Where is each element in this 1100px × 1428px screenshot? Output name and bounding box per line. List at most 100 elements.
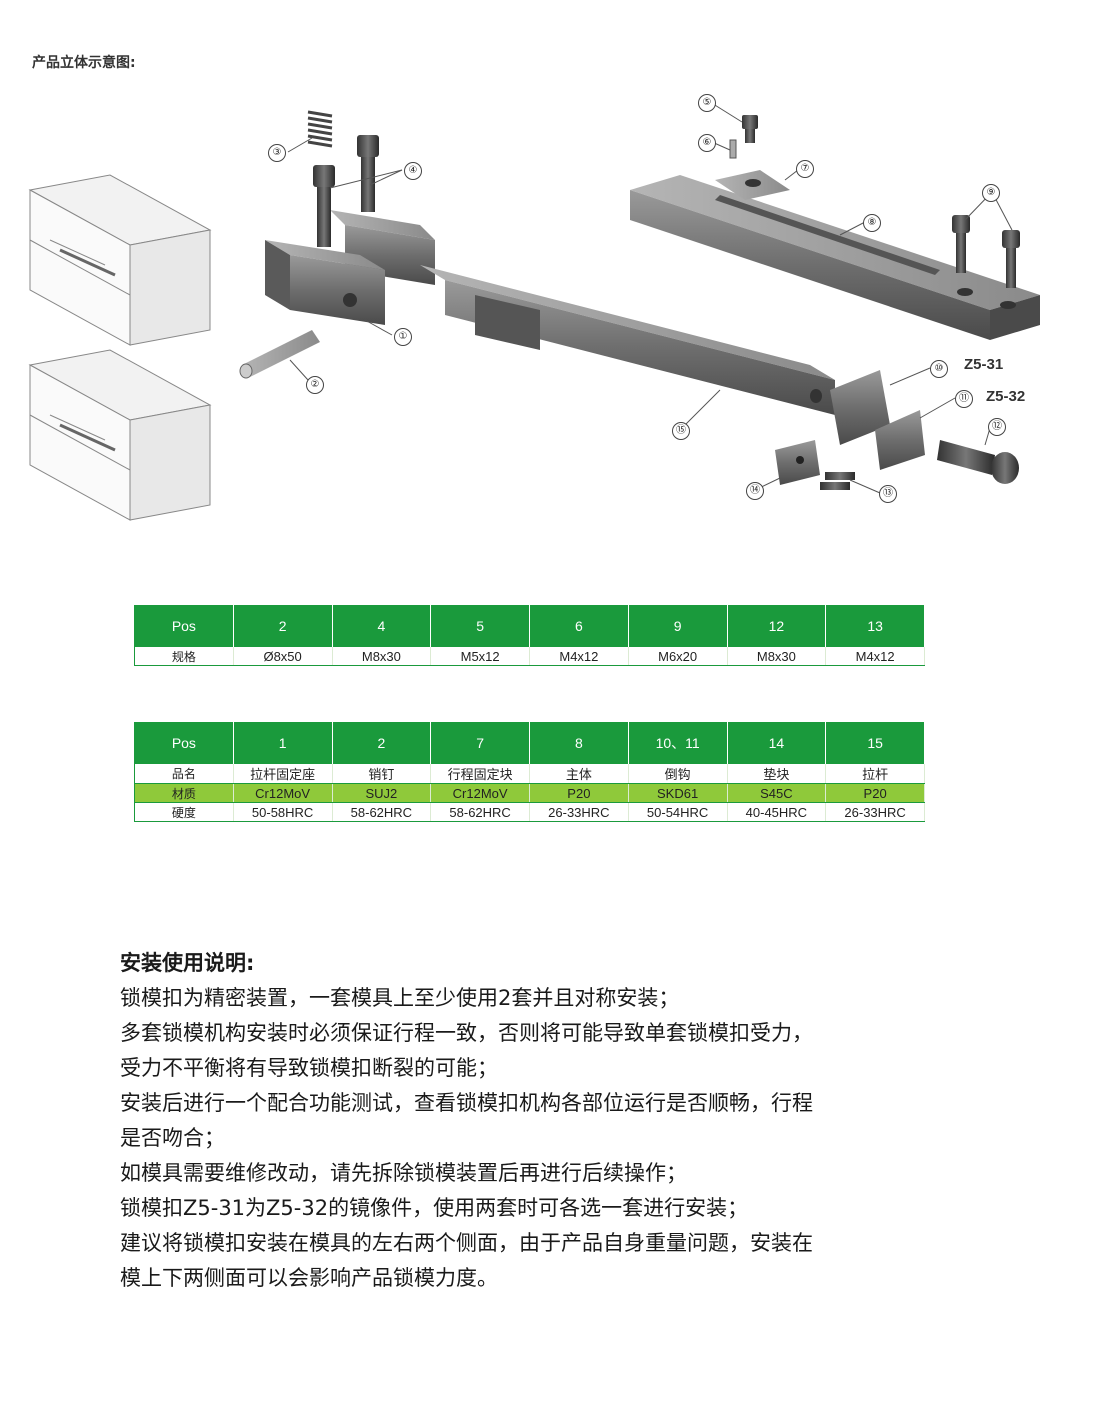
header-cell: 13 [825, 605, 925, 647]
part-3-spring [307, 110, 333, 148]
model-label-z5-31: Z5-31 [964, 356, 1004, 373]
callout-14: ⑭ [746, 482, 764, 500]
callout-2: ② [306, 376, 324, 394]
product-diagram: ③ ④ ① ② ⑤ ⑥ ⑦ ⑧ ⑨ ⑩ ⑪ ⑫ ⑬ ⑭ ⑮ Z5-31 Z5-3… [20, 80, 1080, 550]
callout-7: ⑦ [796, 160, 814, 178]
instruction-line: 是否吻合； [120, 1126, 225, 1150]
table-cell: 26-33HRC [825, 802, 925, 822]
header-cell: 14 [727, 722, 827, 764]
table-cell: P20 [825, 783, 925, 803]
header-cell: 12 [727, 605, 827, 647]
header-cell: 8 [529, 722, 629, 764]
part-4-bolts [313, 135, 379, 247]
part-5-6-7-stroke-block [715, 115, 790, 200]
table-row: 品名 拉杆固定座 销钉 行程固定块 主体 倒钩 垫块 拉杆 [134, 764, 925, 784]
callout-8: ⑧ [863, 214, 881, 232]
table-cell: SKD61 [628, 783, 728, 803]
callout-3: ③ [268, 144, 286, 162]
table-cell: 倒钩 [628, 764, 728, 784]
callout-13: ⑬ [879, 485, 897, 503]
header-cell: 7 [430, 722, 530, 764]
instruction-line: 锁模扣Z5-31为Z5-32的镜像件，使用两套时可各选一套进行安装； [120, 1196, 749, 1220]
mold-sketch-2 [28, 349, 212, 521]
callout-6: ⑥ [698, 134, 716, 152]
table-cell: M8x30 [332, 647, 432, 666]
header-cell: 6 [529, 605, 629, 647]
table-cell: 40-45HRC [727, 802, 827, 822]
table-cell: 50-58HRC [233, 802, 333, 822]
header-cell: 10、11 [628, 722, 728, 764]
installation-instructions: 安装使用说明: 锁模扣为精密装置，一套模具上至少使用2套并且对称安装； 多套锁模… [120, 946, 1000, 1296]
material-table-header: Pos 1 2 7 8 10、11 14 15 [134, 722, 925, 764]
table-cell: 行程固定块 [430, 764, 530, 784]
header-cell: Pos [134, 605, 234, 647]
callout-9: ⑨ [982, 184, 1000, 202]
callout-15: ⑮ [672, 422, 690, 440]
table-cell: S45C [727, 783, 827, 803]
table-cell: 58-62HRC [332, 802, 432, 822]
header-cell: 4 [332, 605, 432, 647]
callout-1: ① [394, 328, 412, 346]
table-cell: M6x20 [628, 647, 728, 666]
instructions-title: 安装使用说明: [120, 951, 255, 975]
table-row: 硬度 50-58HRC 58-62HRC 58-62HRC 26-33HRC 5… [134, 802, 925, 822]
table-row: 规格 Ø8x50 M8x30 M5x12 M4x12 M6x20 M8x30 M… [134, 647, 925, 666]
part-8-main-body [630, 175, 1040, 340]
callout-11: ⑪ [955, 390, 973, 408]
table-cell: Cr12MoV [430, 783, 530, 803]
part-2-pin [239, 330, 320, 379]
part-14-pad-block [775, 440, 820, 485]
table-cell: 硬度 [134, 802, 234, 822]
mold-sketch-1 [28, 174, 212, 346]
instruction-line: 锁模扣为精密装置，一套模具上至少使用2套并且对称安装； [120, 986, 680, 1010]
header-cell: 5 [430, 605, 530, 647]
part-12-bolt [937, 440, 1019, 484]
table-cell: 规格 [134, 647, 234, 666]
model-label-z5-32: Z5-32 [986, 388, 1026, 405]
callout-5: ⑤ [698, 94, 716, 112]
instruction-line: 安装后进行一个配合功能测试，查看锁模扣机构各部位运行是否顺畅，行程 [120, 1091, 813, 1115]
table-cell: 销钉 [332, 764, 432, 784]
table-cell: 拉杆 [825, 764, 925, 784]
header-cell: 2 [332, 722, 432, 764]
table-cell: M8x30 [727, 647, 827, 666]
header-cell: 2 [233, 605, 333, 647]
table-cell: 58-62HRC [430, 802, 530, 822]
part-10-11-hooks [830, 370, 925, 470]
part-15-pull-rod [420, 265, 835, 415]
callout-10: ⑩ [930, 360, 948, 378]
instruction-line: 模上下两侧面可以会影响产品锁模力度。 [120, 1266, 498, 1290]
table-cell: SUJ2 [332, 783, 432, 803]
spec-table: Pos 2 4 5 6 9 12 13 规格 Ø8x50 M8x30 M5x12… [134, 605, 925, 666]
table-cell: 拉杆固定座 [233, 764, 333, 784]
table-cell: M5x12 [430, 647, 530, 666]
instruction-line: 多套锁模机构安装时必须保证行程一致，否则将可能导致单套锁模扣受力， [120, 1021, 813, 1045]
section-title: 产品立体示意图: [32, 55, 136, 71]
instruction-line: 如模具需要维修改动，请先拆除锁模装置后再进行后续操作； [120, 1161, 687, 1185]
table-cell: 垫块 [727, 764, 827, 784]
table-cell: 材质 [134, 783, 234, 803]
table-cell: M4x12 [825, 647, 925, 666]
table-cell: 主体 [529, 764, 629, 784]
callout-4: ④ [404, 162, 422, 180]
instruction-line: 建议将锁模扣安装在模具的左右两个侧面，由于产品自身重量问题，安装在 [120, 1231, 813, 1255]
table-cell: 品名 [134, 764, 234, 784]
table-cell: 26-33HRC [529, 802, 629, 822]
header-cell: 15 [825, 722, 925, 764]
instruction-line: 受力不平衡将有导致锁模扣断裂的可能； [120, 1056, 498, 1080]
callout-12: ⑫ [988, 418, 1006, 436]
exploded-view-illustration [28, 101, 1040, 521]
header-cell: Pos [134, 722, 234, 764]
spec-table-header: Pos 2 4 5 6 9 12 13 [134, 605, 925, 647]
header-cell: 1 [233, 722, 333, 764]
table-cell: Ø8x50 [233, 647, 333, 666]
part-1-pull-rod-seat [265, 210, 435, 325]
table-cell: Cr12MoV [233, 783, 333, 803]
table-cell: P20 [529, 783, 629, 803]
table-cell: M4x12 [529, 647, 629, 666]
table-row: 材质 Cr12MoV SUJ2 Cr12MoV P20 SKD61 S45C P… [134, 783, 925, 803]
table-cell: 50-54HRC [628, 802, 728, 822]
material-table: Pos 1 2 7 8 10、11 14 15 品名 拉杆固定座 销钉 行程固定… [134, 722, 925, 822]
header-cell: 9 [628, 605, 728, 647]
part-13-screws [820, 472, 855, 490]
